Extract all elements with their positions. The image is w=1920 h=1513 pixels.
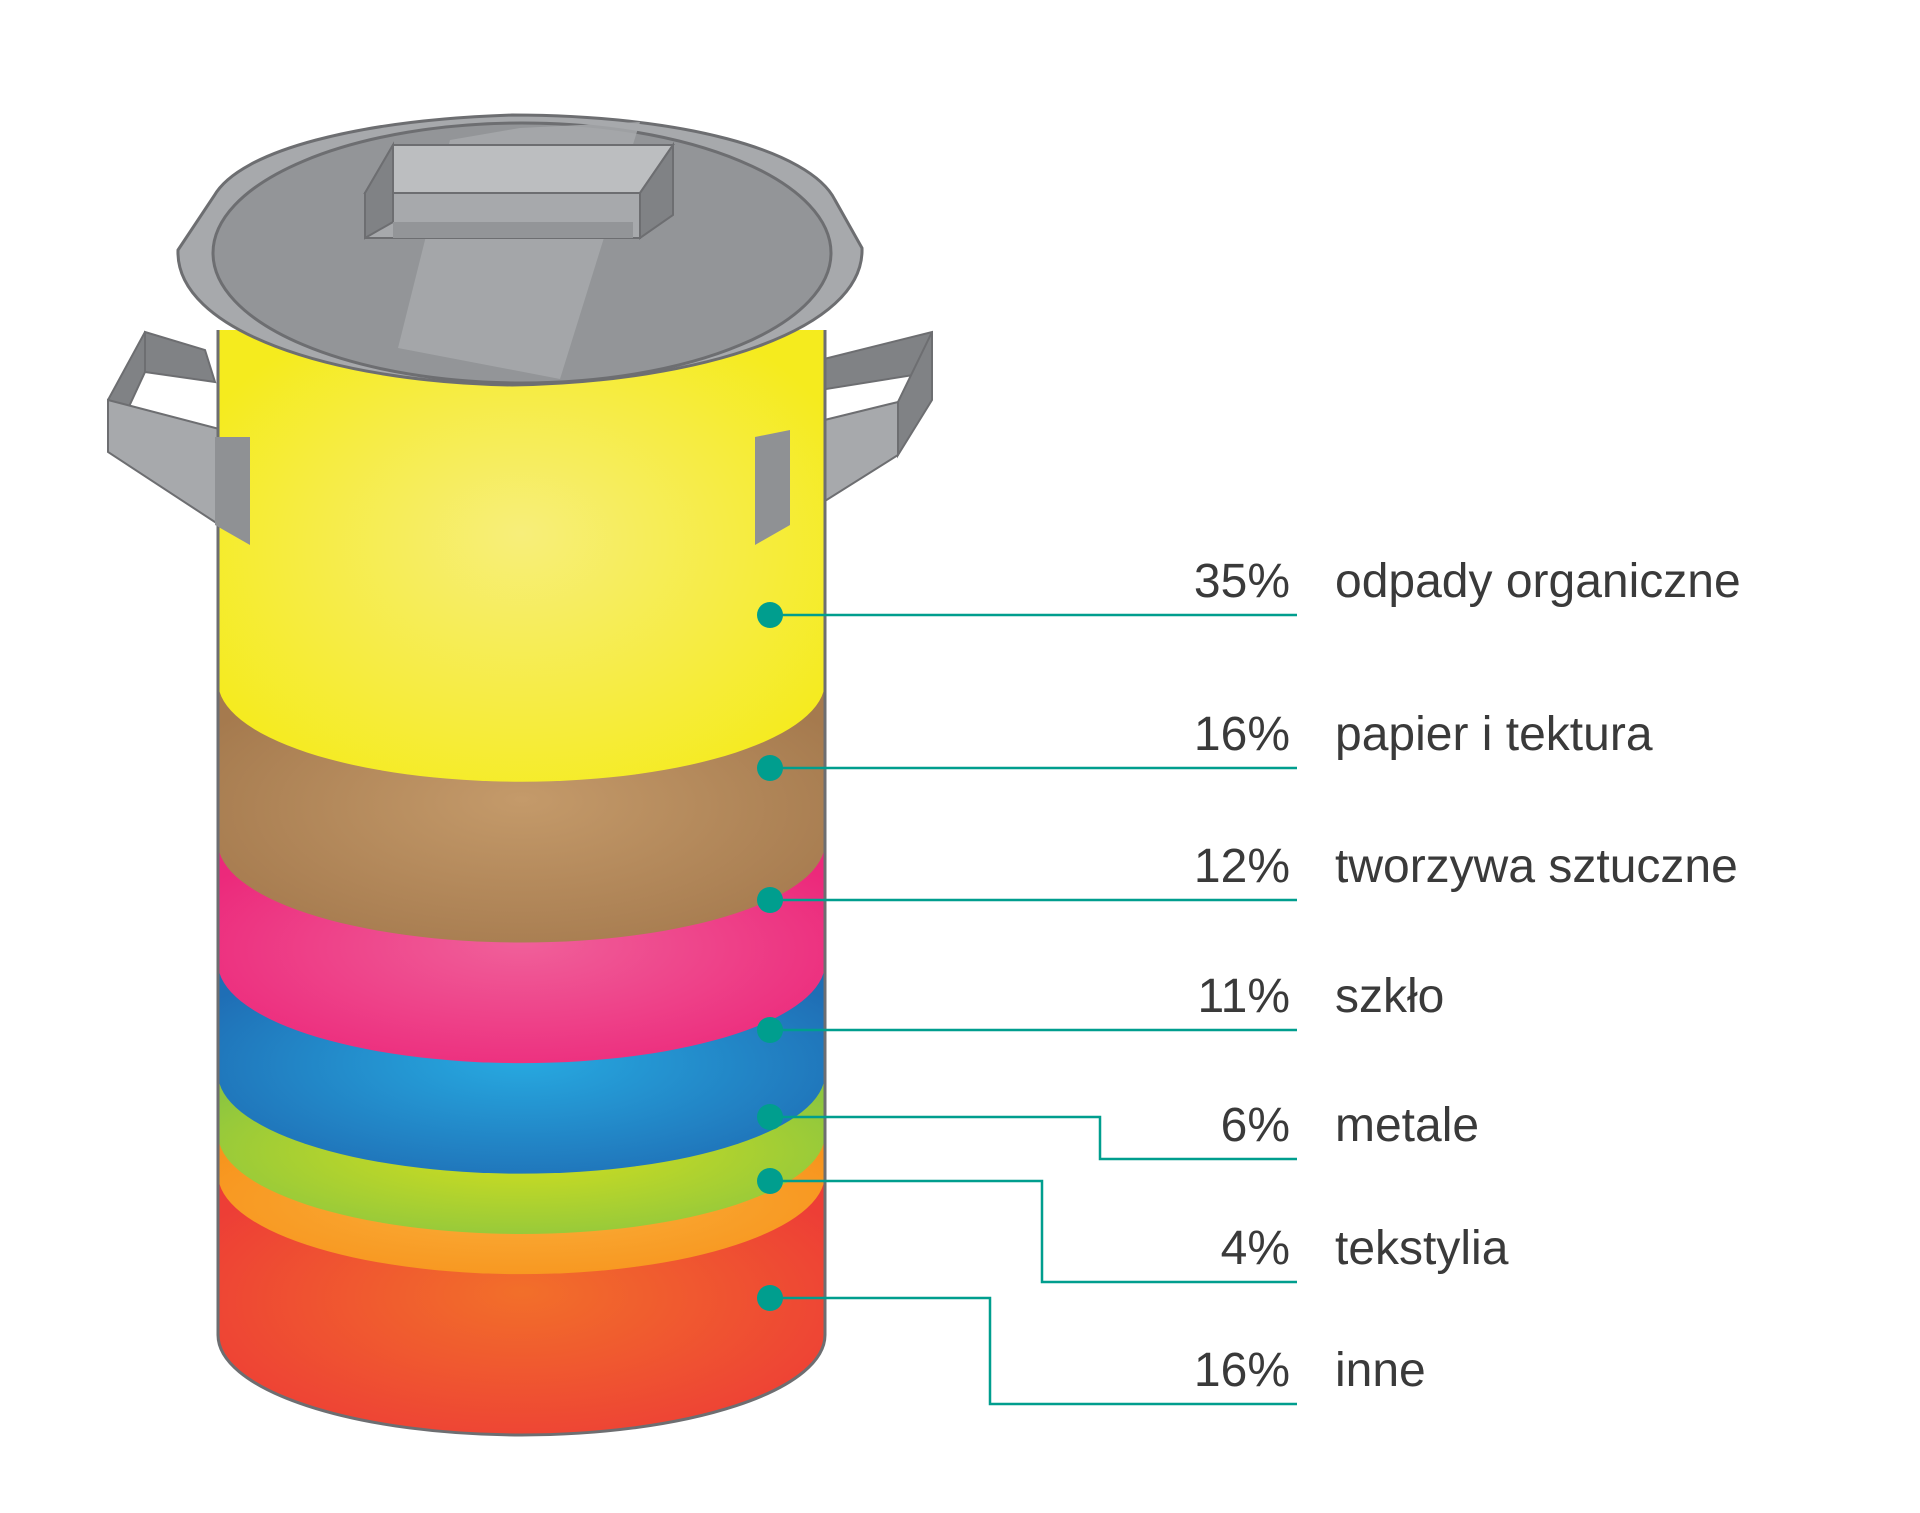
bin-lid [176,113,864,387]
segment-marker [757,1168,783,1194]
percent-label: 16% [1194,1344,1290,1397]
category-label: tworzywa sztuczne [1335,840,1738,893]
segment-marker [757,887,783,913]
category-label: odpady organiczne [1335,555,1741,608]
percent-label: 4% [1221,1222,1290,1275]
category-label: tekstylia [1335,1222,1509,1275]
leader-line [770,1179,1297,1284]
segment-marker [757,1017,783,1043]
band-odpady-organiczne [218,330,825,782]
leader-line [770,1115,1297,1161]
percent-label: 6% [1221,1099,1290,1152]
handle-front-flaps [215,430,790,545]
lid-handle [363,141,675,240]
segment-marker [757,755,783,781]
left-handle [107,330,251,547]
leader-line [770,1296,1297,1406]
category-label: papier i tektura [1335,708,1653,761]
leader-lines [770,613,1297,1406]
category-label: metale [1335,1099,1479,1152]
segment-marker [757,602,783,628]
bin-body-bands [216,330,827,1437]
segment-labels: 35% odpady organiczne 16% papier i tektura 1… [1194,555,1741,1397]
category-label: szkło [1335,970,1444,1023]
percent-label: 12% [1194,840,1290,893]
segment-marker [757,1104,783,1130]
percent-label: 11% [1197,970,1290,1023]
segment-marker [757,1285,783,1311]
percent-label: 16% [1194,708,1290,761]
percent-label: 35% [1194,555,1290,608]
segment-markers [757,602,783,1311]
category-label: inne [1335,1344,1426,1397]
